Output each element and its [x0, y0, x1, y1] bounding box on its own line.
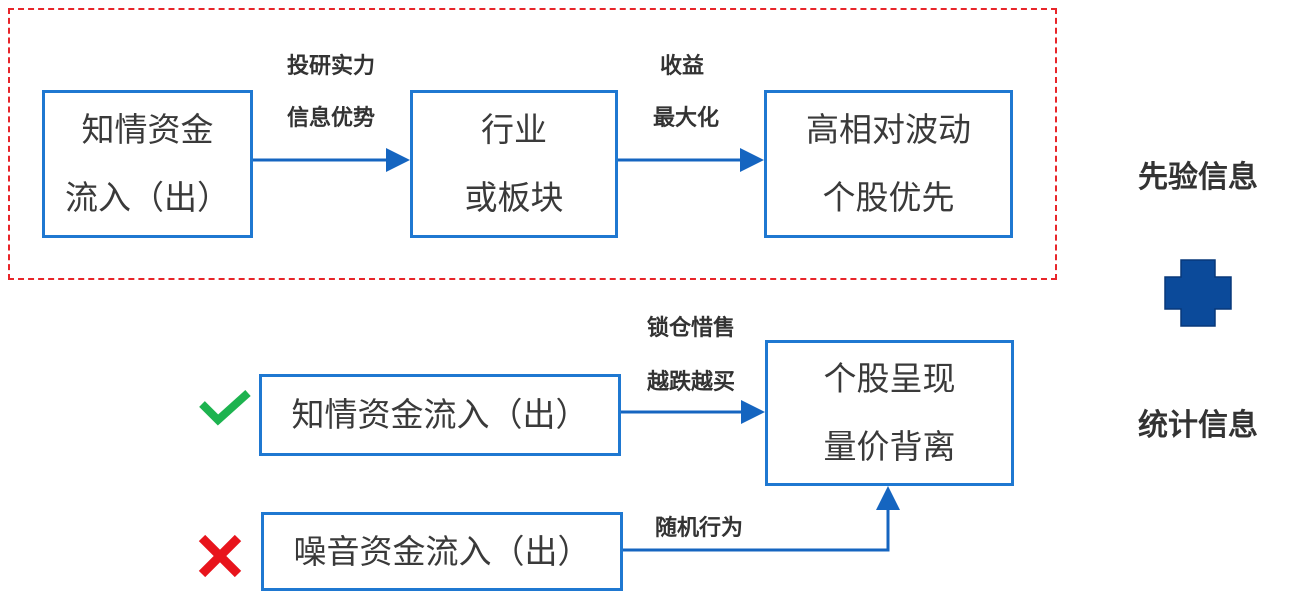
informed-inflow-box: 知情资金流入（出）: [259, 374, 621, 456]
informed-flow-box: 知情资金 流入（出）: [42, 90, 253, 238]
arrow2-label-1: 收益: [659, 54, 705, 79]
box-text: 或板块: [464, 178, 564, 217]
box-text: 噪音资金流入（出）: [293, 531, 591, 571]
box-text: 量价背离: [823, 427, 956, 466]
arrow-noise-to-result: [622, 486, 900, 552]
box-text: 高相对波动: [806, 110, 971, 149]
cross-icon: [198, 534, 242, 578]
box-text: 知情资金: [81, 110, 214, 149]
check-icon: [199, 390, 251, 426]
box-text: 行业: [481, 110, 547, 149]
plus-icon: [1164, 259, 1232, 327]
box-text: 个股呈现: [823, 359, 956, 398]
high-volatility-box: 高相对波动 个股优先: [764, 90, 1013, 238]
divergence-box: 个股呈现 量价背离: [765, 340, 1014, 486]
arrow1-label-2: 信息优势: [286, 106, 376, 131]
industry-box: 行业 或板块: [410, 90, 618, 238]
informed-label-2: 越跌越买: [646, 370, 736, 395]
prior-info-dashed-frame: [8, 8, 1057, 280]
box-text: 个股优先: [822, 178, 955, 217]
box-text: 知情资金流入（出）: [291, 395, 589, 434]
stat-info-label: 统计信息: [1138, 408, 1258, 443]
arrow1-label-1: 投研实力: [286, 54, 376, 79]
prior-info-label: 先验信息: [1138, 160, 1258, 195]
arrow2-label-2: 最大化: [652, 106, 720, 131]
noise-label: 随机行为: [654, 516, 744, 541]
informed-label-1: 锁仓惜售: [646, 316, 736, 341]
noise-inflow-box: 噪音资金流入（出）: [261, 512, 623, 591]
box-text: 流入（出）: [65, 178, 230, 217]
